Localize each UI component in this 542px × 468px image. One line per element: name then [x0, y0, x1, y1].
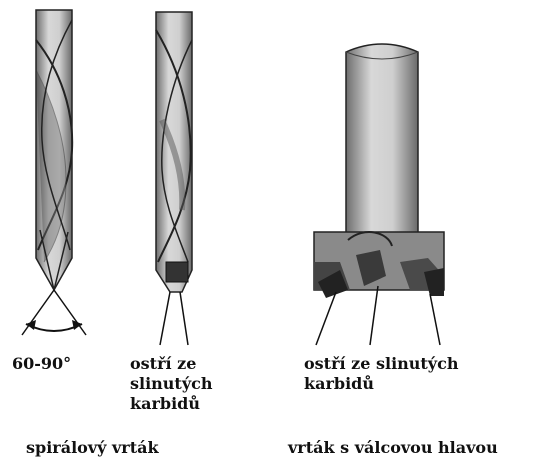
label-line: karbidů [304, 374, 458, 394]
twist-drill [22, 10, 86, 335]
carbide-insert-right [424, 268, 444, 296]
caption-twist-drill: spirálový vrták [26, 438, 159, 457]
label-line: ostří ze slinutých [304, 354, 458, 374]
point-angle-label: 60-90° [12, 354, 71, 374]
label-line: ostří ze [130, 354, 213, 374]
label-line: karbidů [130, 394, 213, 414]
label-line: slinutých [130, 374, 213, 394]
carbide-tipped-drill [156, 12, 192, 345]
caption-cylindrical-head-drill: vrták s válcovou hlavou [288, 438, 498, 457]
cylindrical-head-drill [314, 44, 444, 345]
carbide-label-drill3: ostří ze slinutých karbidů [304, 354, 458, 394]
carbide-tip [166, 262, 188, 282]
carbide-label-drill2: ostří ze slinutých karbidů [130, 354, 213, 414]
